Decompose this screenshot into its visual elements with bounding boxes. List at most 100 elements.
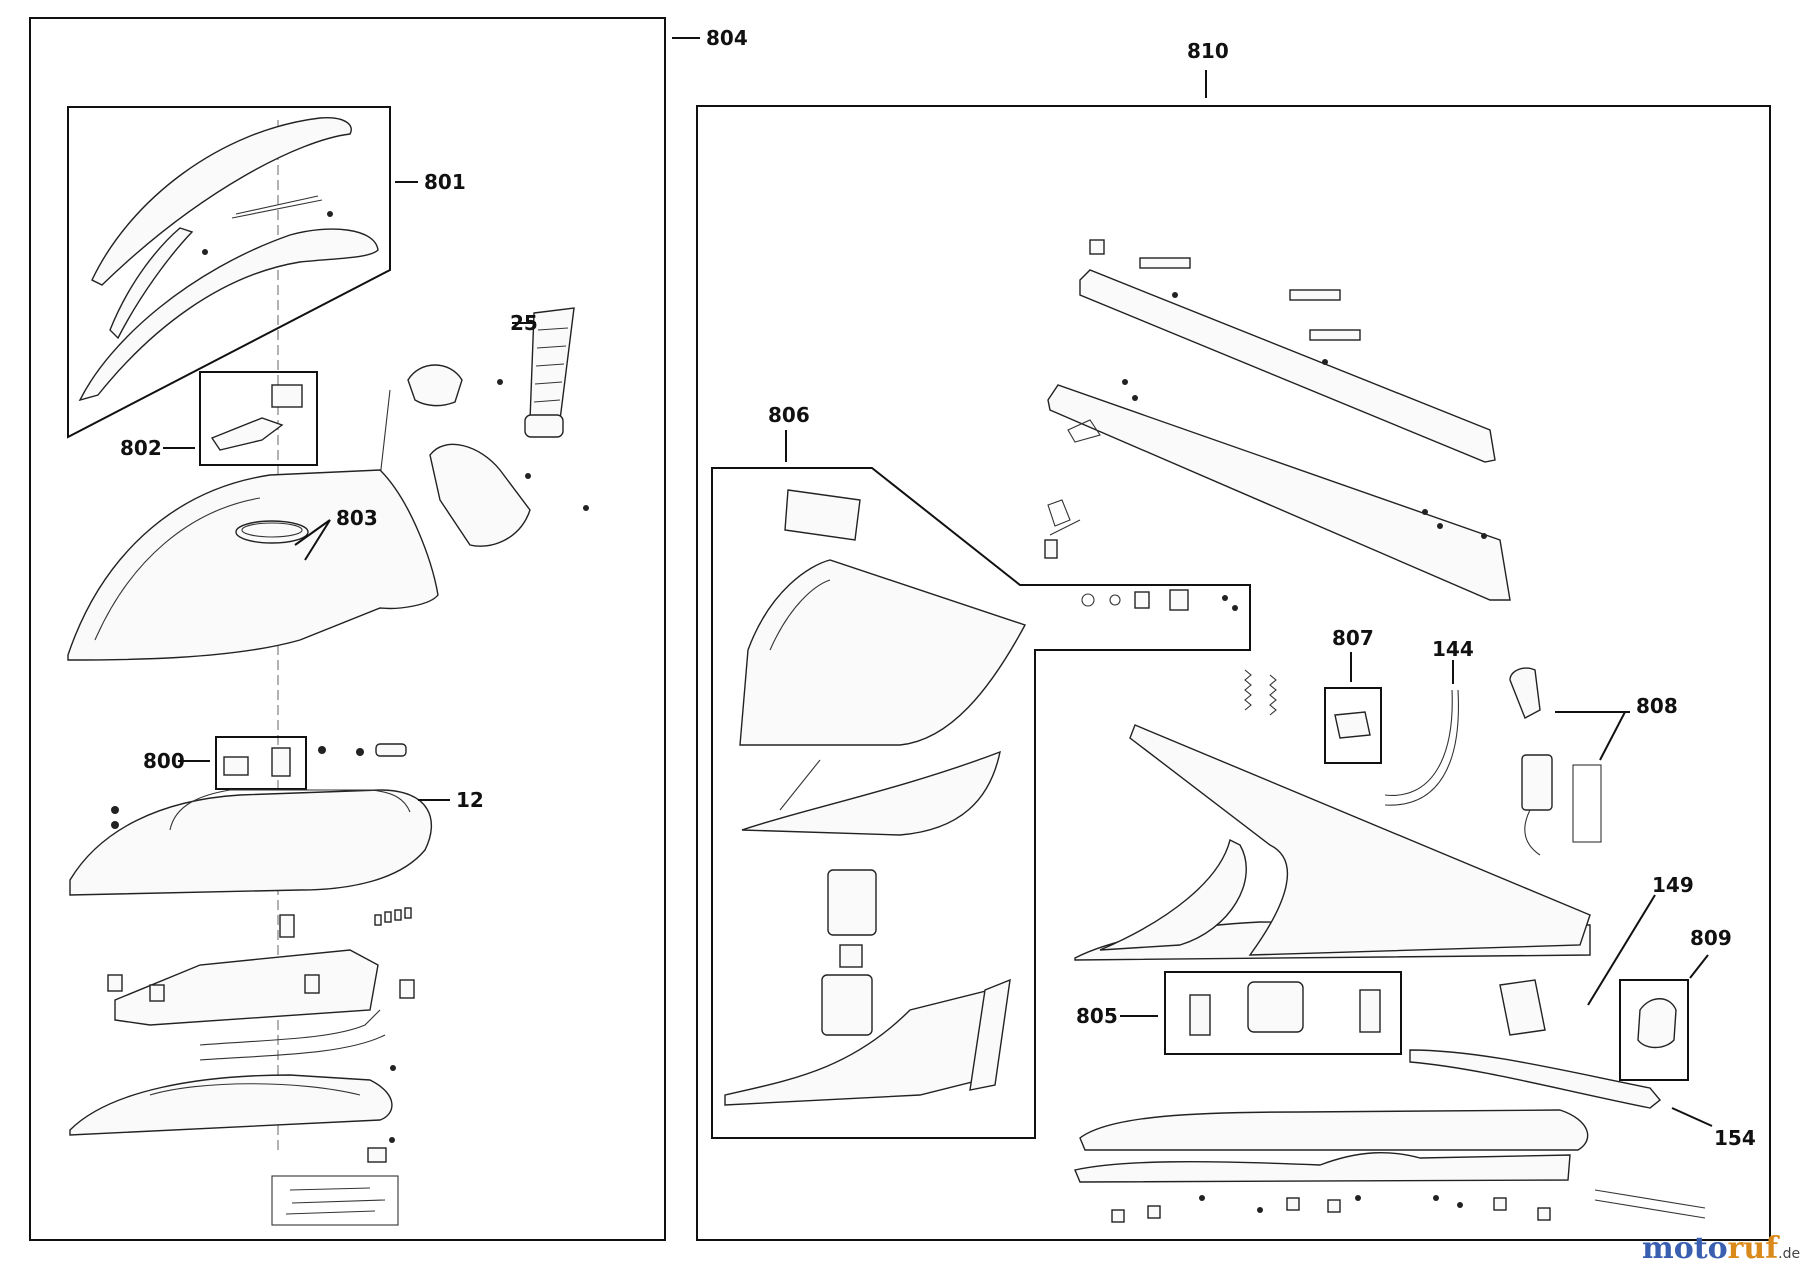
pump-805 [1247, 981, 1304, 1033]
internal-plate [114, 949, 379, 1026]
label-803: 803 [336, 506, 378, 530]
handle-wire-2 [235, 195, 319, 215]
rail-screws [1122, 292, 1487, 539]
cord-strain-relief [1521, 754, 1553, 811]
base-lower-shell [1079, 1109, 1589, 1151]
hose-154 [1409, 1049, 1661, 1109]
small-screws-set [374, 907, 412, 926]
leader-809 [1689, 954, 1709, 979]
label-802: 802 [120, 436, 162, 460]
iron-body-contour [94, 497, 261, 641]
screw-icon [389, 1137, 395, 1143]
water-tank-contour [769, 579, 831, 651]
label-808: 808 [1636, 694, 1678, 718]
label-809: 809 [1690, 926, 1732, 950]
screw-icon [111, 806, 119, 814]
group-806-frame [711, 467, 1251, 1139]
accessory-wire [291, 1199, 386, 1204]
leader-803a [294, 519, 331, 546]
label-800: 800 [143, 749, 185, 773]
temperature-dial [235, 520, 309, 544]
filter-cartridge-lower [821, 974, 873, 1036]
cord-accessory-box [1572, 764, 1602, 843]
bracket-part [367, 1147, 387, 1163]
hose-144-b [1384, 689, 1460, 806]
cover-lid [784, 489, 861, 541]
rail-clip [1067, 419, 1101, 443]
water-tank [739, 559, 1027, 746]
temperature-dial-rim [241, 522, 303, 538]
label-806: 806 [768, 403, 810, 427]
screw-icon [356, 748, 364, 756]
watermark-logo: motoruf.de [1642, 1231, 1800, 1266]
filter-cartridge-upper [827, 869, 877, 936]
accessory-wire [285, 1210, 376, 1215]
base-feet [1111, 1197, 1551, 1223]
base-screws [1199, 1195, 1463, 1213]
hose-lower-2 [199, 1034, 386, 1061]
assembly-804-frame [29, 17, 666, 1241]
internal-cylinders [107, 914, 415, 1002]
iron-upper-body [67, 469, 439, 661]
label-154: 154 [1714, 1126, 1756, 1150]
tube-piece-b [1594, 1199, 1706, 1219]
hose-lower [199, 1009, 381, 1046]
switch-part-802 [271, 384, 303, 408]
base-station-cradle [1099, 838, 1247, 951]
part-807 [1334, 711, 1371, 739]
label-804: 804 [706, 26, 748, 50]
top-rail-upper [1079, 269, 1496, 463]
nozzle-pin [375, 743, 407, 757]
hose-144 [1384, 689, 1453, 796]
part-809 [1637, 998, 1677, 1049]
leader-808 [1555, 711, 1627, 761]
screw-icon [525, 473, 531, 479]
group-800-frame [215, 736, 307, 790]
screw-icon [202, 249, 208, 255]
accessory-wire [289, 1187, 371, 1191]
steam-hose-12 [169, 789, 411, 831]
label-149: 149 [1652, 873, 1694, 897]
tank-base-post [969, 978, 1011, 1091]
pump-bracket-right [1359, 989, 1381, 1033]
rear-cap [407, 364, 463, 407]
cord-wire [1524, 809, 1541, 856]
filter-connector [839, 944, 863, 968]
group-807-frame [1324, 687, 1382, 764]
power-plug-808 [1509, 667, 1541, 719]
group-805-frame [1164, 971, 1402, 1055]
part-800-pin [271, 747, 291, 777]
label-810: 810 [1187, 39, 1229, 63]
label-12: 12 [456, 788, 484, 812]
tube-piece [1594, 1189, 1706, 1209]
connector-line [360, 389, 391, 479]
valve-parts [1081, 589, 1238, 611]
label-805: 805 [1076, 1004, 1118, 1028]
switch-assembly [1499, 979, 1546, 1036]
base-bottom-plate [1074, 1152, 1571, 1183]
group-809-frame [1619, 979, 1689, 1081]
assembly-810-frame [696, 105, 1771, 1241]
soleplate-contour [149, 1083, 361, 1096]
spring-parts [1044, 499, 1081, 559]
rail-clips [1089, 239, 1361, 341]
handle-side-strip [109, 227, 194, 340]
screw-icon [327, 211, 333, 217]
screw-icon [111, 821, 119, 829]
tank-seal [741, 750, 1001, 836]
leader-149 [1587, 894, 1656, 1006]
soleplate [69, 1074, 393, 1136]
base-springs [1244, 669, 1277, 716]
handle-top-cover [91, 117, 352, 286]
leader-154 [1671, 1107, 1713, 1127]
rear-housing [429, 443, 531, 547]
steam-tube-base [524, 414, 564, 438]
label-801: 801 [424, 170, 466, 194]
iron-middle-body [69, 789, 433, 896]
group-802-frame [199, 371, 318, 466]
label-144: 144 [1432, 637, 1474, 661]
screw-icon [318, 746, 326, 754]
handle-lower-shell [78, 228, 379, 402]
accessory-box [271, 1175, 399, 1226]
